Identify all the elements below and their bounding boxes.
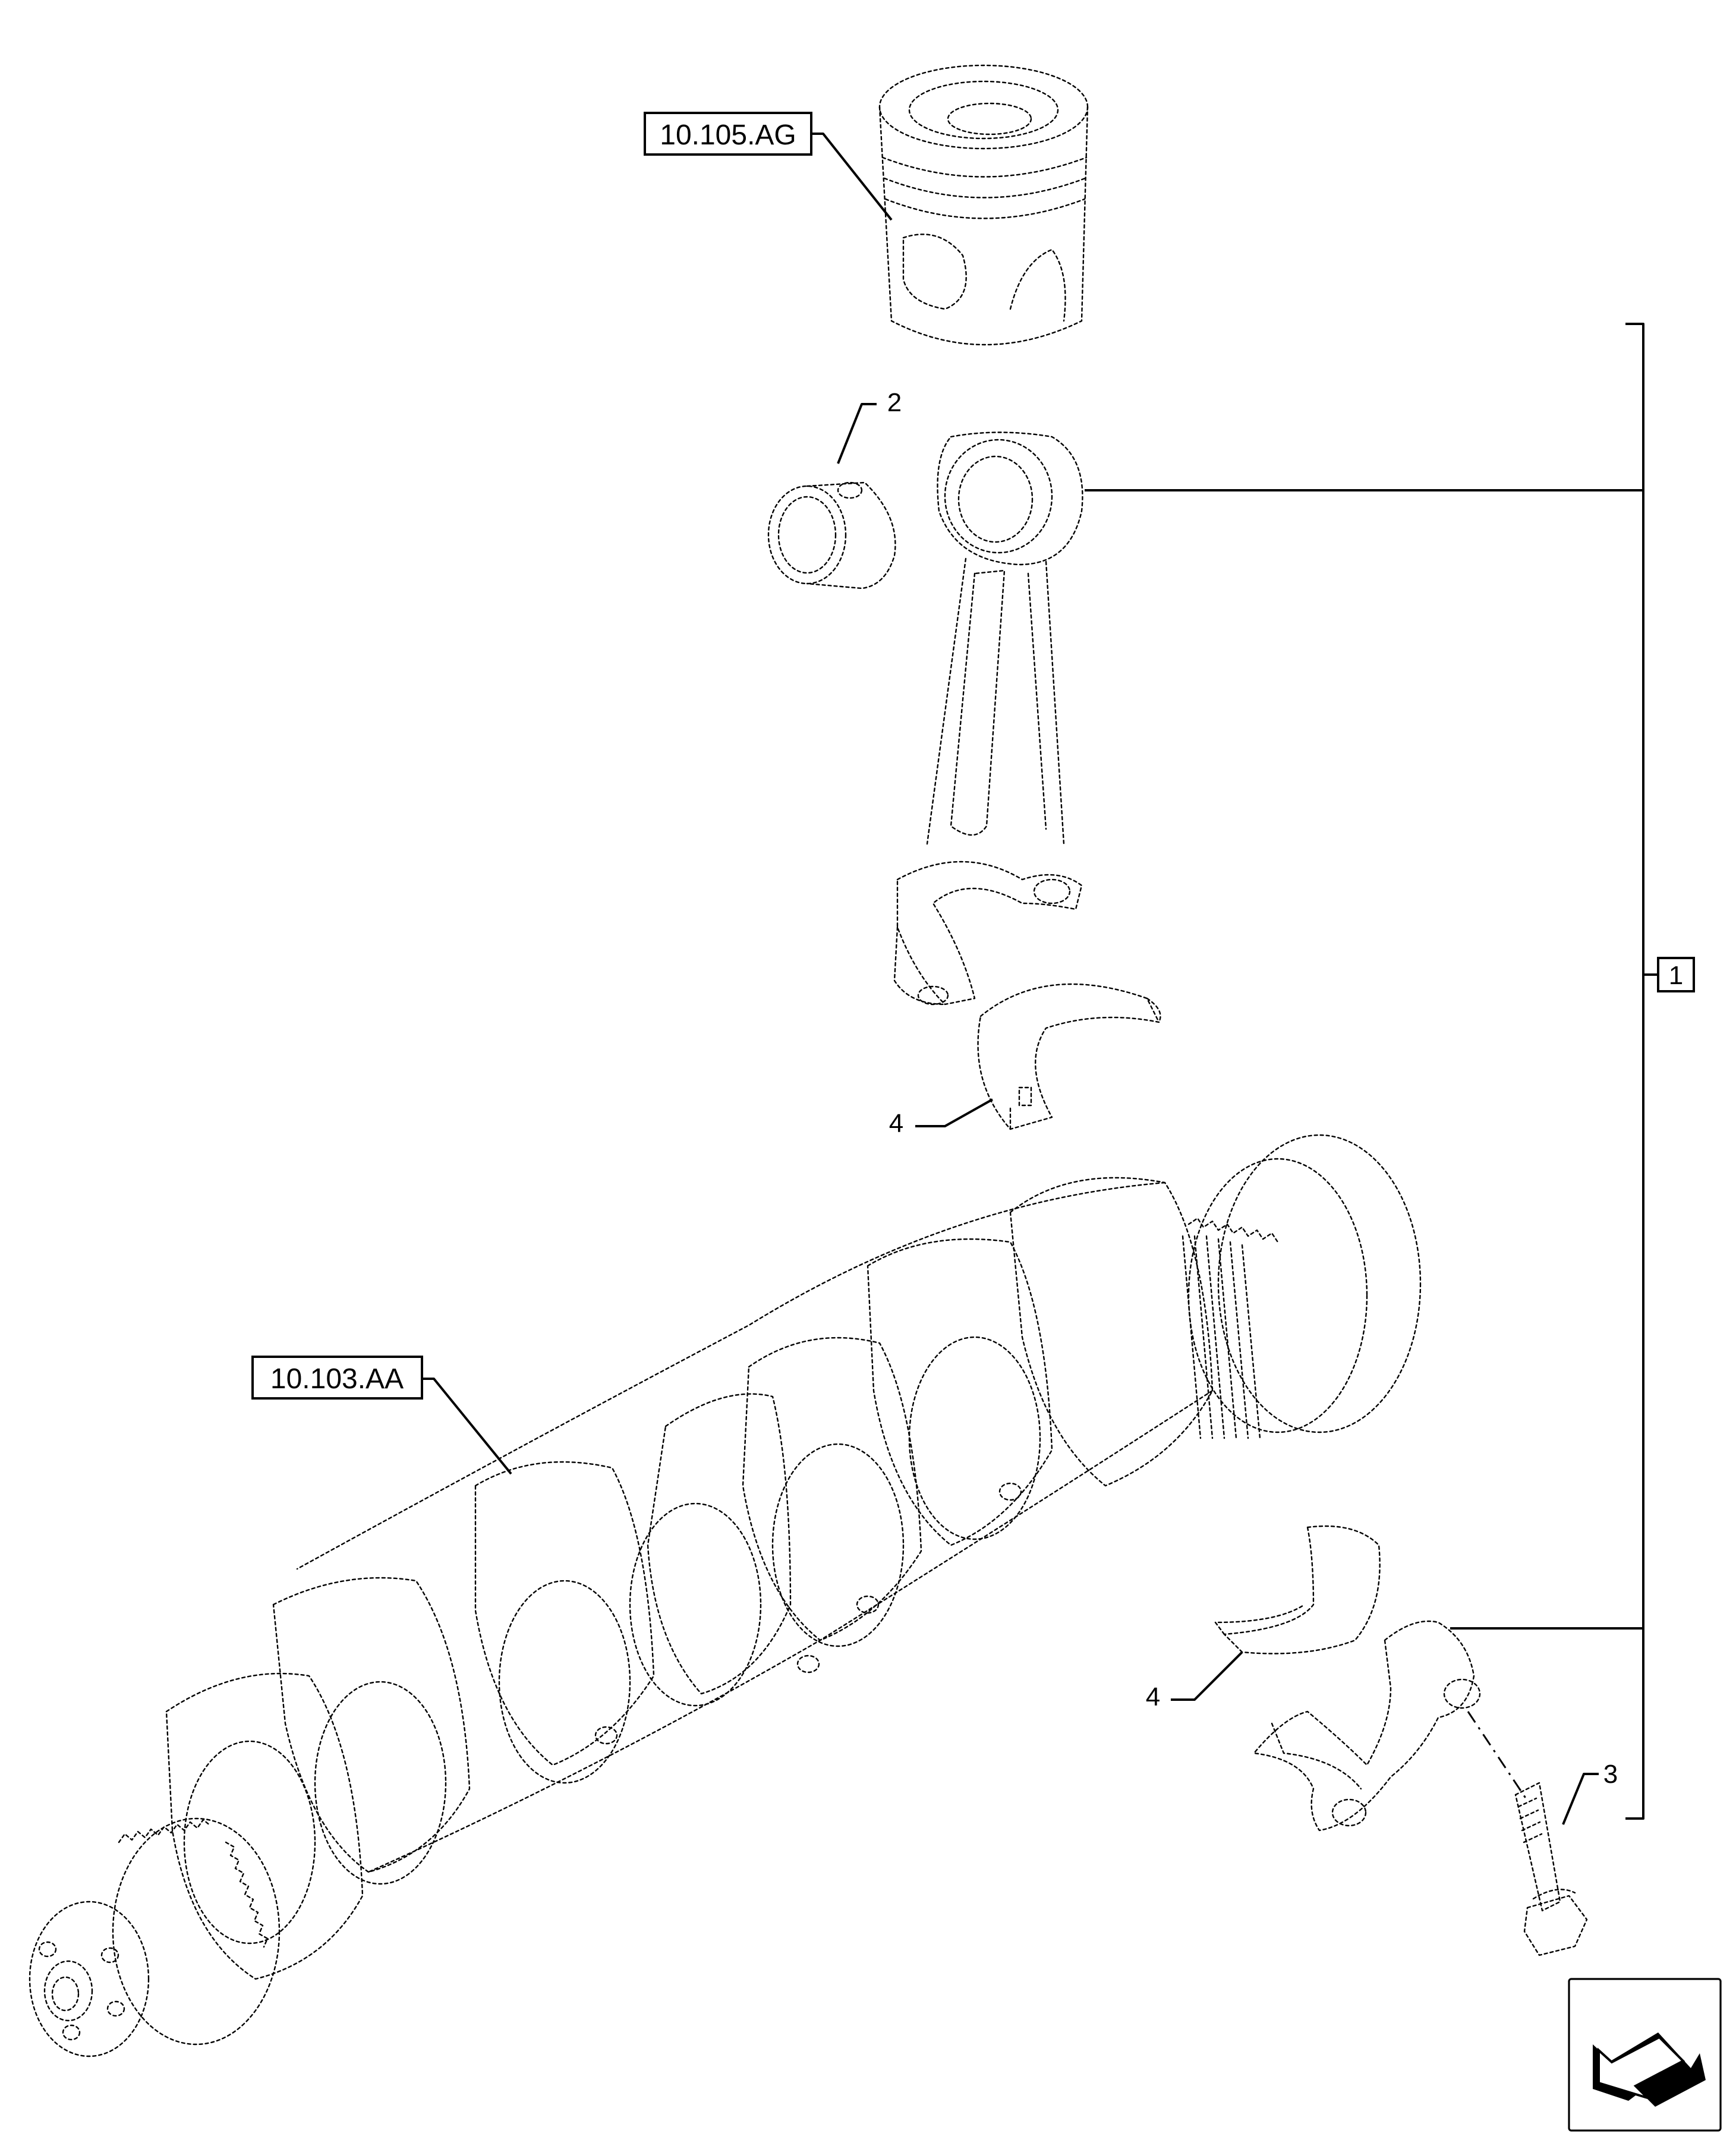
callout-bushing[interactable]: 2 bbox=[887, 388, 902, 417]
leader-piston bbox=[811, 133, 893, 221]
callout-bearing-upper[interactable]: 4 bbox=[889, 1109, 903, 1138]
leader-bearing-lower bbox=[1171, 1651, 1243, 1701]
leader-bushing bbox=[837, 403, 877, 464]
leader-crankshaft bbox=[422, 1378, 512, 1475]
connecting-rod bbox=[893, 431, 1083, 1006]
callout-bearing-lower[interactable]: 4 bbox=[1146, 1682, 1160, 1712]
piston bbox=[878, 64, 1089, 346]
ref-label-piston[interactable]: 10.105.AG bbox=[660, 119, 796, 151]
callout-box-kit[interactable] bbox=[1657, 957, 1695, 992]
ref-box-piston[interactable] bbox=[644, 112, 812, 156]
arrow-back-icon[interactable] bbox=[1568, 1978, 1722, 2132]
leader-bolt bbox=[1562, 1773, 1599, 1825]
callout-kit[interactable]: 1 bbox=[1669, 961, 1683, 990]
bearing-shell-lower bbox=[1214, 1525, 1381, 1654]
callout-bolt[interactable]: 3 bbox=[1603, 1760, 1618, 1789]
bearing-shell-upper bbox=[977, 983, 1161, 1130]
crankshaft bbox=[29, 1134, 1422, 2057]
leader-bearing-upper bbox=[915, 1098, 993, 1127]
kit-bracket bbox=[1625, 323, 1644, 1820]
piston-pin-bushing bbox=[767, 481, 896, 590]
ref-label-crankshaft[interactable]: 10.103.AA bbox=[270, 1363, 404, 1395]
rod-cap-bolt bbox=[1467, 1711, 1588, 1956]
connecting-rod-cap bbox=[1253, 1620, 1481, 1832]
